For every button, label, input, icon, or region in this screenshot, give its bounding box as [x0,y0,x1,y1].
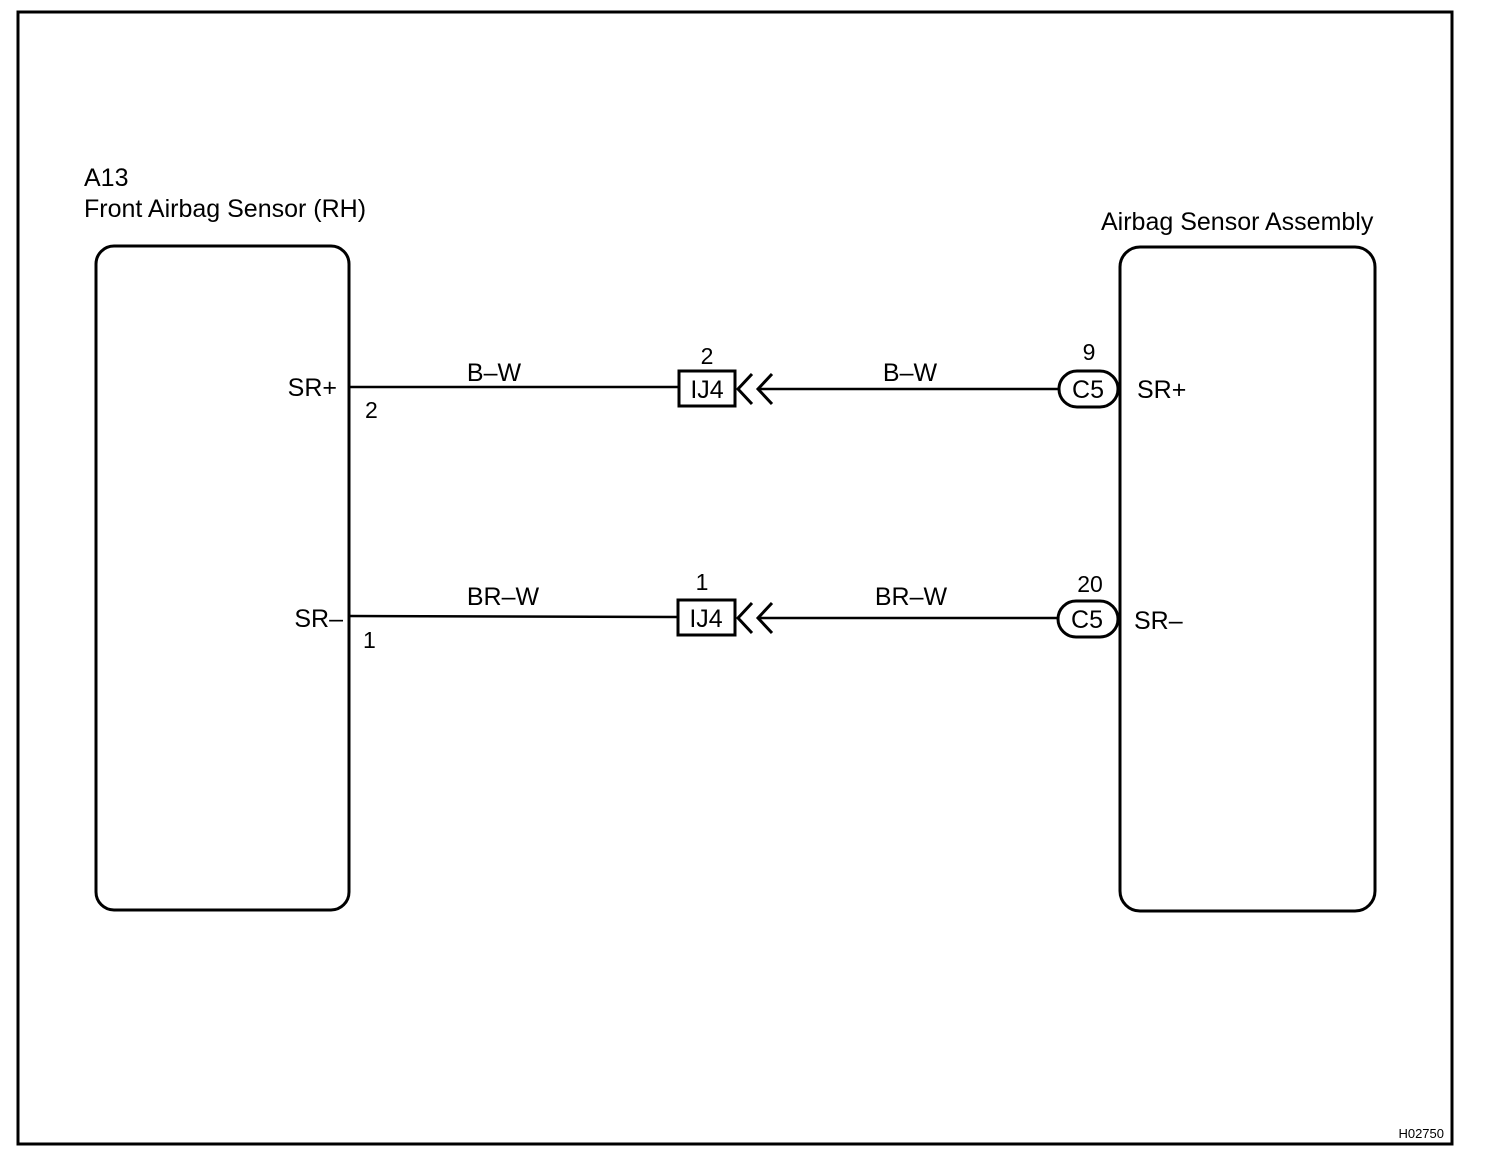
wire-sr-minus-left [348,614,680,619]
left-terminal-sr-plus-label: SR+ [288,374,337,402]
figure-code: H02750 [1398,1126,1444,1141]
left-terminal-sr-minus-label: SR– [294,605,343,633]
airbag-sensor-assembly-box [1118,245,1377,913]
wire-sr-plus-left-color: B–W [467,359,522,387]
left-terminal-sr-plus-pin: 2 [365,397,378,423]
connector-c5-oval-upper [1057,369,1120,409]
front-airbag-sensor-code: A13 [84,164,128,192]
wire-sr-minus-left-color: BR–W [467,583,540,611]
junction-ij4-label-upper: IJ4 [690,376,723,404]
connector-c5-pin-20: 20 [1077,571,1103,597]
right-terminal-sr-minus-label: SR– [1134,607,1183,635]
connector-c5-label-upper: C5 [1072,376,1104,404]
junction-ij4-pin-1: 1 [696,569,709,595]
right-terminal-sr-plus-label: SR+ [1137,376,1186,404]
diagram-frame [16,10,1454,1146]
connector-c5-label-lower: C5 [1071,606,1103,634]
front-airbag-sensor-title: Front Airbag Sensor (RH) [84,195,366,223]
junction-ij4-pin-2: 2 [701,343,714,369]
wire-sr-minus-right-color: BR–W [875,583,948,611]
left-terminal-sr-minus-pin: 1 [363,627,376,653]
junction-ij4-label-lower: IJ4 [689,605,722,633]
junction-ij4-box-lower [676,598,737,637]
wire-sr-plus-right-color: B–W [883,359,938,387]
airbag-sensor-assembly-title: Airbag Sensor Assembly [1101,208,1374,236]
connector-c5-oval-lower [1056,599,1120,639]
front-airbag-sensor-box [94,244,351,912]
connector-c5-pin-9: 9 [1083,339,1096,365]
junction-ij4-box-upper [677,369,737,408]
